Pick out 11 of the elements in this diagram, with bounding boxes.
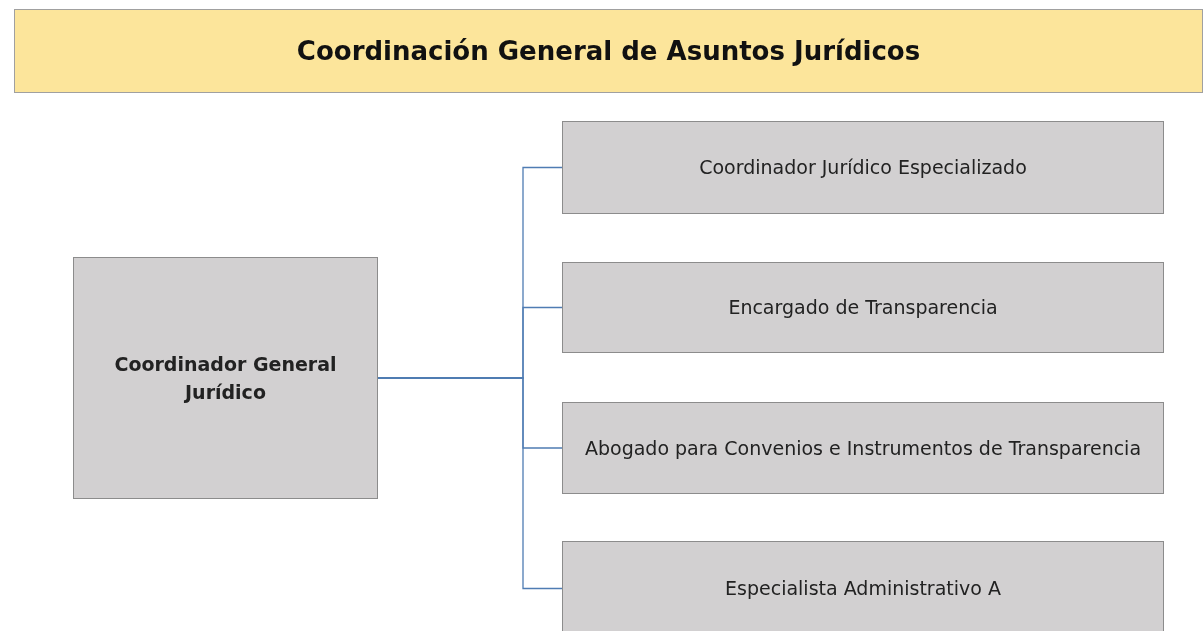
box-label: Encargado de Transparencia — [728, 295, 998, 321]
position-box — [562, 262, 1164, 353]
position-box — [562, 121, 1164, 214]
box-label: Abogado para Convenios e Instrumentos de Transparencia — [584, 435, 1142, 461]
title-text: Coordinación General de Asuntos Jurídicos — [296, 36, 921, 66]
position-box — [562, 541, 1164, 631]
box-label: Coordinador General Jurídico — [113, 351, 338, 405]
position-box — [562, 402, 1164, 494]
box-label: Especialista Administrativo A — [725, 576, 1001, 602]
box-label: Coordinador Jurídico Especializado — [699, 155, 1027, 181]
manager-box — [73, 257, 378, 499]
